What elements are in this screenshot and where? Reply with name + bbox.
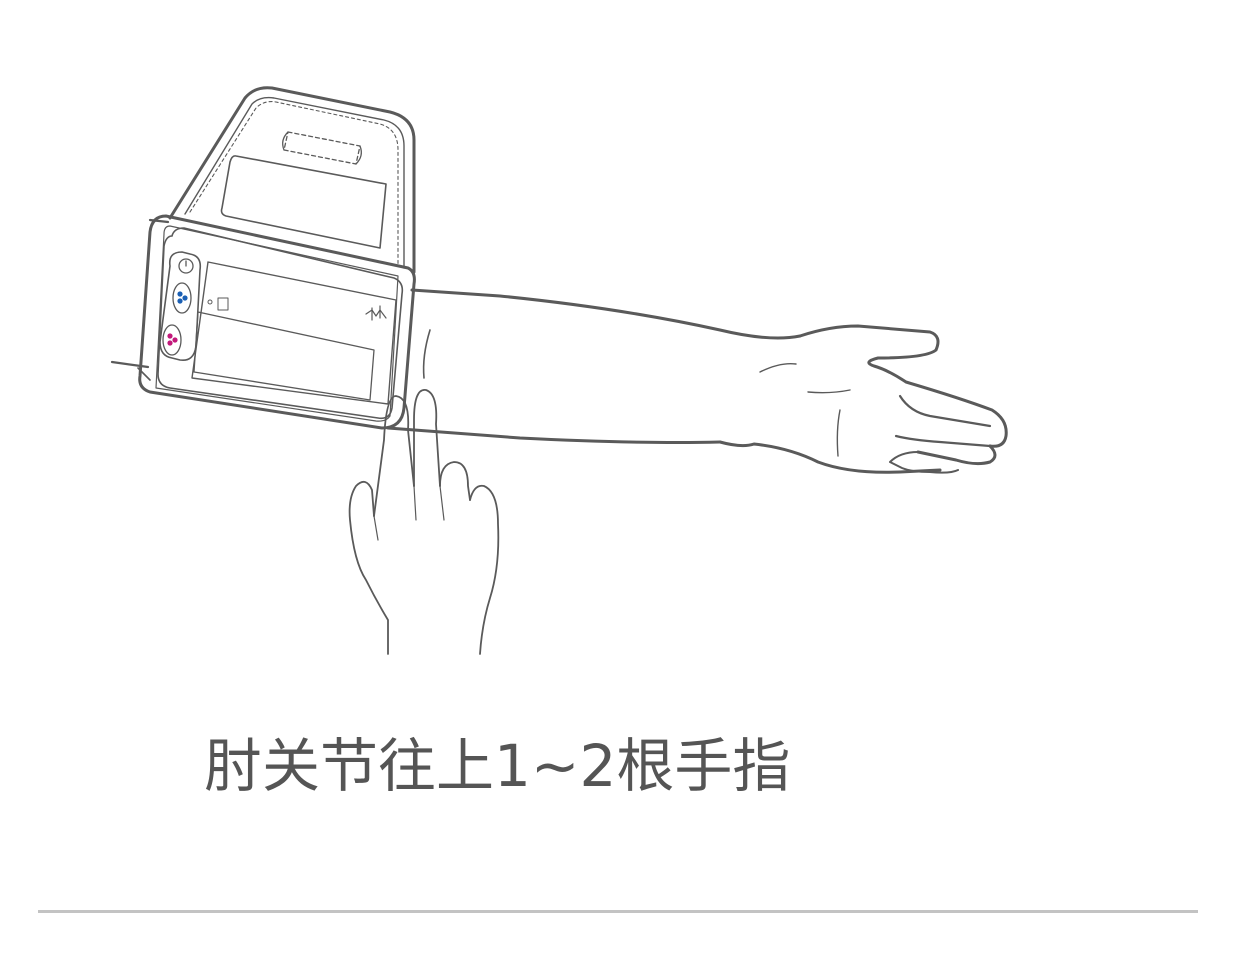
small-badge-icon	[217, 297, 229, 311]
user-1-icon	[172, 282, 192, 314]
cuff-placement-illustration	[110, 86, 1008, 655]
divider-line	[38, 910, 1198, 913]
logo-mark-icon	[365, 305, 387, 321]
power-icon	[178, 258, 194, 274]
hand	[718, 324, 1008, 474]
user-2-icon	[162, 324, 182, 356]
forearm	[386, 288, 802, 444]
instruction-caption: 肘关节往上1~2根手指	[204, 732, 791, 800]
cuff-flap	[168, 86, 416, 274]
pointing-fingers	[348, 389, 500, 655]
cuff-band	[137, 214, 416, 430]
monitor-unit	[157, 227, 404, 420]
